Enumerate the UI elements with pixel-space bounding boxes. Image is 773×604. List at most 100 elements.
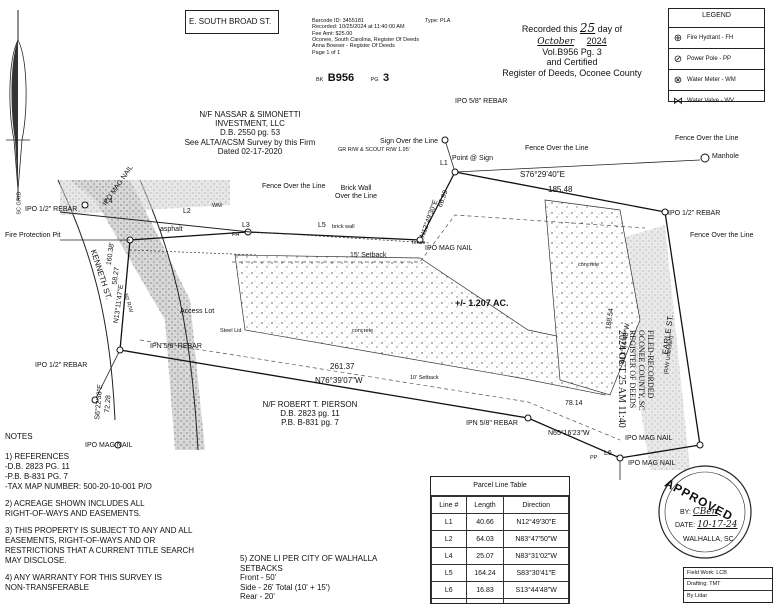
parcel-line-table: Parcel Line Table Line # Length Directio…: [430, 476, 570, 604]
concrete-pad-1: [234, 254, 606, 396]
north-owner-line: Dated 02-17-2020: [217, 146, 283, 156]
label-ipo-12-left: IPO 1/2" REBAR: [25, 206, 78, 213]
stamp-line-3: Fee Amt: $25.00: [312, 30, 353, 37]
label-manhole: Manhole: [712, 153, 739, 160]
label-l3: L3: [242, 222, 250, 229]
note-2: 2) ACREAGE SHOWN INCLUDES ALL RIGHT-OF-W…: [5, 499, 230, 519]
filed-line: REGISTER OF DEEDS: [627, 330, 637, 409]
recorded-block: Recorded this 25 day of October 2024 Vol…: [492, 21, 652, 78]
table-row: L4 25.07 N83°31'02"W: [431, 547, 569, 566]
label-fence-over-right: Fence Over the Line: [675, 135, 739, 142]
table-cell: N83°47'50"W: [503, 530, 569, 549]
label-ipn-58-left: IPN 5/8" REBAR: [150, 343, 202, 350]
label-l1: L1: [440, 160, 448, 167]
label-ipo-12-right: IPO 1/2" REBAR: [668, 210, 721, 217]
table-cell: [465, 598, 505, 603]
legend-label: Power Pole - PP: [687, 55, 732, 62]
recorded-certified: and Certified: [546, 57, 598, 68]
stamp-line-1: Barcode ID: 3455181: [312, 18, 364, 24]
field-work-box: Field Work: LCB Drafting: TMT By Lidar: [683, 567, 773, 603]
north-owner-line: N/F NASSAR & SIMONETTI: [199, 110, 301, 119]
table-row: L2 64.03 N83°47'50"W: [431, 530, 569, 549]
recorded-day: 25: [579, 21, 596, 35]
label-l5: L5: [318, 222, 326, 229]
label-ipo-mag-br1: IPO MAG NAIL: [625, 435, 673, 442]
table-cell: [431, 598, 467, 603]
page-number: 3: [382, 72, 390, 84]
book-number: B956: [327, 72, 355, 84]
label-fence-over-right2: Fence Over the Line: [690, 232, 754, 239]
table-cell: L4: [431, 547, 467, 566]
label-fire-line: Fire Protection Pit: [5, 232, 61, 239]
book-page: BK B956 PG 3: [316, 68, 389, 86]
north-owner-line: D.B. 2550 pg. 53: [219, 128, 281, 138]
brick-wall-line: Over the Line: [335, 193, 378, 201]
table-cell: [503, 598, 569, 603]
label-ipn-58-bottom: IPN 5/8" REBAR: [466, 420, 518, 427]
north-owner-line: INVESTMENT, LLC: [215, 119, 285, 129]
table-cell: 64.03: [465, 530, 505, 549]
label-ipo-mag-br2: IPO MAG NAIL: [628, 460, 676, 467]
north-arrow-icon: [6, 10, 30, 200]
table-cell: N12°49'30"E: [503, 513, 569, 532]
note-5-line: 5) ZONE LI PER CITY OF WALHALLA: [240, 554, 378, 563]
label-acres: +/- 1.207 AC.: [455, 298, 509, 308]
approved-date-label: DATE:: [675, 522, 696, 529]
register-name: Register of Deeds, Oconee County: [502, 67, 642, 78]
label-l2: L2: [183, 208, 191, 215]
notes-block: NOTES 1) REFERENCES -D.B. 2823 PG. 11 -P…: [5, 432, 230, 600]
filed-line: FILED-RECORDED: [646, 330, 655, 399]
parcel-table-title: Parcel Line Table: [431, 477, 569, 497]
table-cell: L5: [431, 564, 467, 583]
note-3: 3) THIS PROPERTY IS SUBJECT TO ANY AND A…: [5, 526, 230, 566]
label-sc-grid: SC GRID: [16, 191, 23, 215]
label-fence-small: fence: [412, 240, 426, 246]
filed-line: OCONEE COUNTY, SC: [636, 330, 646, 411]
parcel-table-grid: Line # Length Direction L1 40.66 N12°49'…: [431, 496, 569, 603]
label-access-lot: Access Lot: [180, 308, 215, 315]
north-owner-line: See ALTA/ACSM Survey by this Firm: [184, 137, 316, 147]
label-fh: FH: [232, 232, 240, 238]
south-owner-label: N/F ROBERT T. PIERSON D.B. 2823 pg. 11 P…: [250, 400, 370, 428]
table-row: [431, 598, 569, 603]
legend-title: LEGEND: [702, 12, 731, 19]
label-steel-lid: Steel Lid: [220, 328, 242, 334]
recording-stamp: Barcode ID: 3455181 Recorded: 10/25/2024…: [312, 18, 462, 56]
stamp-line-2: Recorded: 10/25/2024 at 11:40:00 AM: [312, 24, 405, 31]
label-dist-18548: 185.48: [548, 185, 573, 194]
recorded-year: 2024: [586, 35, 607, 46]
label-ipo-mag-mid: IPO MAG NAIL: [425, 245, 473, 252]
label-dist-7228: 72.28: [103, 394, 113, 414]
label-brick-wall: Brick Wall Over the Line: [335, 185, 377, 201]
label-concrete-1: concrete: [352, 328, 374, 334]
approved-by: BY: CBen: [680, 507, 717, 517]
note-5-line: Side - 26' Total (10' + 15'): [240, 582, 331, 592]
south-owner-line: D.B. 2823 pg. 11: [280, 409, 340, 419]
power-pole-icon: ⊘: [673, 53, 683, 65]
filed-line: 2024 OCT 25 AM 11:40: [616, 330, 628, 428]
note-5: 5) ZONE LI PER CITY OF WALHALLA SETBACKS…: [240, 554, 410, 602]
note-1: 1) REFERENCES -D.B. 2823 PG. 11 -P.B. B-…: [5, 452, 230, 492]
legend-item: ⋈ Water Valve - WV: [669, 90, 764, 111]
legend-item: ⊗ Water Meter - WM: [669, 69, 764, 90]
label-dist-7814: 78.14: [565, 400, 583, 407]
brick-wall-line: Brick Wall: [340, 185, 372, 192]
approved-stamp: APPROVED BY: CBen DATE: 10-17-24 WALHALL…: [655, 462, 755, 562]
concrete-pad-2: [544, 199, 641, 396]
approved-by-label: BY:: [680, 509, 691, 516]
table-row: L1 40.66 N12°49'30"E: [431, 513, 569, 532]
table-header-cell: Length: [465, 496, 505, 515]
label-rw: GR R/W & SCOUT R/W 1.95': [338, 147, 410, 153]
note-1-line: -D.B. 2823 PG. 11: [5, 462, 70, 471]
label-l6: L6: [604, 450, 612, 457]
south-owner-line: N/F ROBERT T. PIERSON: [262, 400, 358, 409]
stamp-line-4: Oconee, South Carolina, Register Of Deed…: [312, 36, 420, 43]
legend: LEGEND ⊕ Fire Hydrant - FH ⊘ Power Pole …: [668, 8, 765, 107]
stamp-type: Type: PLA: [425, 18, 451, 24]
label-concrete-2: concrete: [578, 262, 600, 268]
table-cell: S83°30'41"E: [503, 564, 569, 583]
label-ipo-top: IPO 5/8" REBAR: [455, 98, 508, 105]
table-cell: 164.24: [465, 564, 505, 583]
south-owner-line: P.B. B-831 pg. 7: [281, 418, 339, 428]
kenneth-street-shading: [70, 180, 205, 450]
